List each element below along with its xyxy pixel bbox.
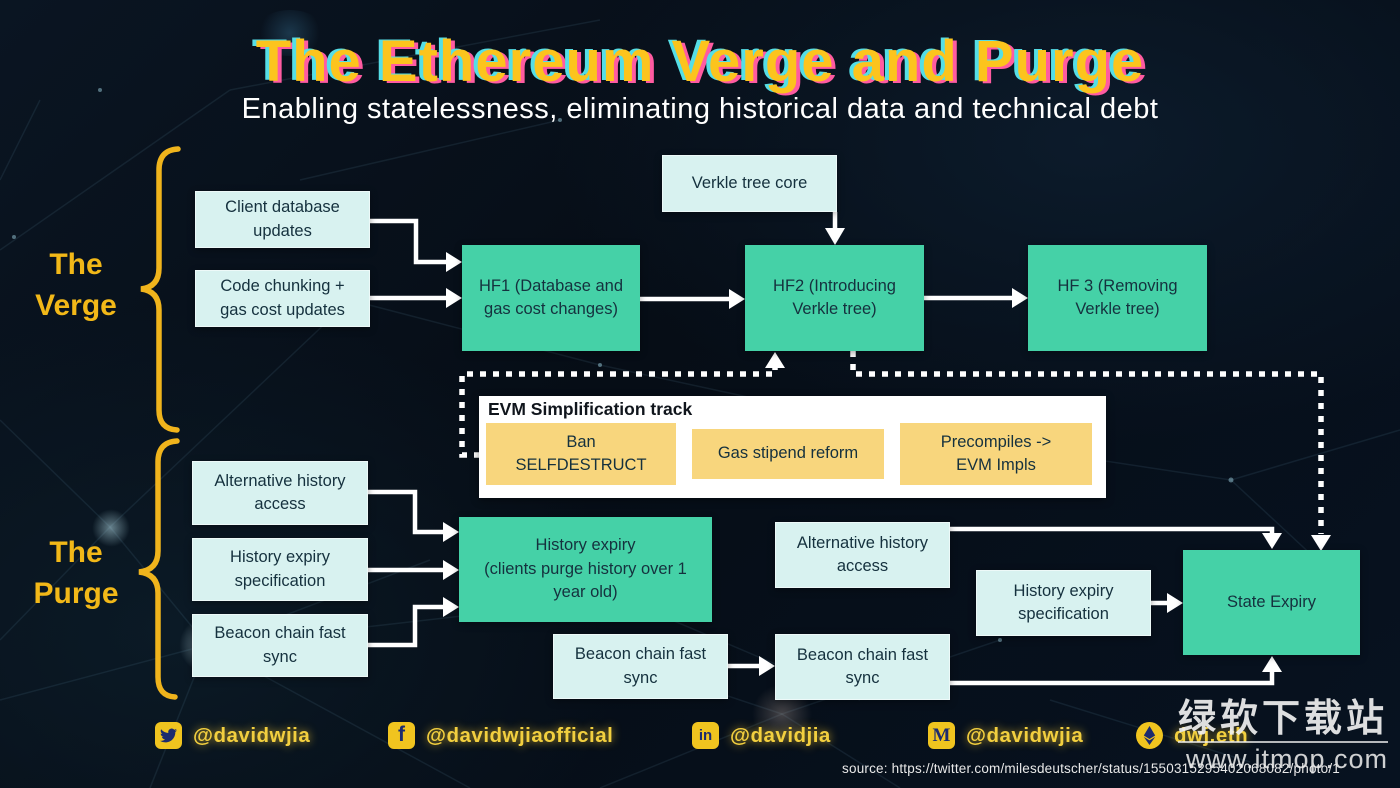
page-subtitle: Enabling statelessness, eliminating hist… <box>241 93 1159 125</box>
node-precompiles-evm-impls: Precompiles -> EVM Impls <box>900 423 1092 485</box>
ethereum-icon <box>1136 722 1163 749</box>
verge-section-label: The Verge <box>35 248 117 322</box>
node-ban-selfdestruct: Ban SELFDESTRUCT <box>486 423 676 485</box>
node-gas-stipend-reform: Gas stipend reform <box>692 429 884 479</box>
node-hf1: HF1 (Database and gas cost changes) <box>462 245 640 351</box>
social-linkedin: in @davidjia <box>692 722 831 749</box>
watermark: 绿软下载站 www.itmop.com <box>1177 697 1388 773</box>
medium-handle: @davidwjia <box>966 723 1084 747</box>
node-verkle-tree-core: Verkle tree core <box>662 155 837 212</box>
node-alternative-history-access-right: Alternative history access <box>775 522 950 588</box>
medium-icon: M <box>928 722 955 749</box>
arrow-clientdb-to-hf1 <box>370 218 446 265</box>
arrow-beacon1-to-historyexpiry <box>368 604 444 648</box>
purge-section-label: The Purge <box>33 536 119 610</box>
arrow-althistory2-to-stateexpiry <box>950 526 1275 533</box>
ethereum-handle: dwj.eth <box>1174 723 1249 747</box>
node-history-expiry: History expiry (clients purge history ov… <box>459 517 712 622</box>
source-attribution: source: https://twitter.com/milesdeutsch… <box>842 761 1340 776</box>
facebook-handle: @davidwjiaofficial <box>426 723 614 747</box>
facebook-icon: f <box>388 722 415 749</box>
linkedin-icon: in <box>692 722 719 749</box>
node-client-database-updates: Client database updates <box>195 191 370 248</box>
evm-panel-title: EVM Simplification track <box>488 399 693 419</box>
node-beacon-chain-fast-sync-right: Beacon chain fast sync <box>775 634 950 700</box>
twitter-icon <box>155 722 182 749</box>
node-code-chunking: Code chunking + gas cost updates <box>195 270 370 327</box>
node-state-expiry: State Expiry <box>1183 550 1360 655</box>
node-beacon-chain-fast-sync-left: Beacon chain fast sync <box>192 614 368 677</box>
arrow-althistory1-to-historyexpiry <box>368 489 444 535</box>
linkedin-handle: @davidjia <box>730 723 831 747</box>
node-hf3: HF 3 (Removing Verkle tree) <box>1028 245 1207 351</box>
arrow-beacon3-to-stateexpiry <box>950 671 1275 686</box>
social-twitter: @davidwjia <box>155 722 310 749</box>
node-history-expiry-spec-right: History expiry specification <box>976 570 1151 636</box>
watermark-url: www.itmop.com <box>1177 741 1388 773</box>
social-facebook: f @davidwjiaofficial <box>388 722 613 749</box>
node-beacon-chain-fast-sync-center: Beacon chain fast sync <box>553 634 728 699</box>
social-ethereum: dwj.eth <box>1136 722 1248 749</box>
node-hf2: HF2 (Introducing Verkle tree) <box>745 245 924 351</box>
twitter-handle: @davidwjia <box>193 723 311 747</box>
social-medium: M @davidwjia <box>928 722 1083 749</box>
watermark-site-name: 绿软下载站 <box>1177 698 1388 740</box>
evm-simplification-panel: EVM Simplification track Ban SELFDESTRUC… <box>479 396 1106 498</box>
node-history-expiry-spec-left: History expiry specification <box>192 538 368 601</box>
page-title: The Ethereum Verge and Purge <box>255 29 1145 94</box>
node-alternative-history-access-left: Alternative history access <box>192 461 368 525</box>
